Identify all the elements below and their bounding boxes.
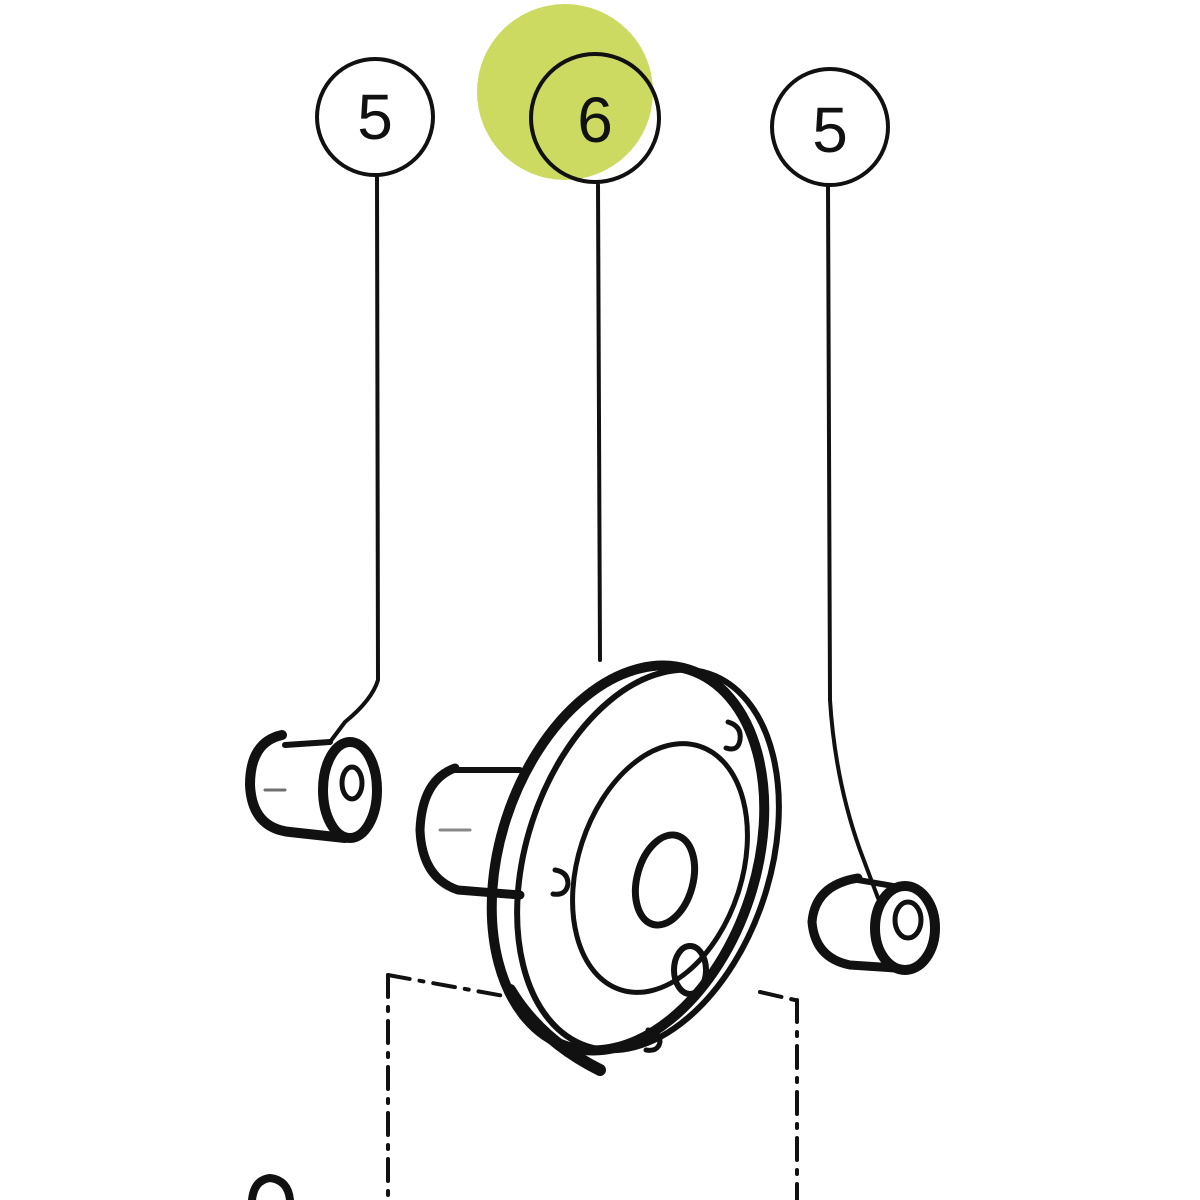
callout-left[interactable]: 5 xyxy=(315,57,435,177)
callout-left-label: 5 xyxy=(357,81,393,153)
callout-left-circle xyxy=(315,57,435,177)
callout-center-label: 6 xyxy=(577,84,613,156)
callout-right[interactable]: 5 xyxy=(770,67,890,187)
leader-line-right xyxy=(826,183,880,900)
hub-flange xyxy=(415,660,782,1076)
reference-frame xyxy=(386,973,799,1200)
callout-center-circle xyxy=(529,52,661,184)
bushing-left xyxy=(245,730,382,843)
callout-right-label: 5 xyxy=(812,94,848,166)
leader-line-left xyxy=(328,175,380,744)
partial-part-bottom xyxy=(248,1174,294,1200)
callout-highlight xyxy=(477,4,653,180)
bushing-right xyxy=(807,873,940,975)
leader-line-center xyxy=(596,183,602,662)
callout-center[interactable]: 6 xyxy=(477,4,661,184)
